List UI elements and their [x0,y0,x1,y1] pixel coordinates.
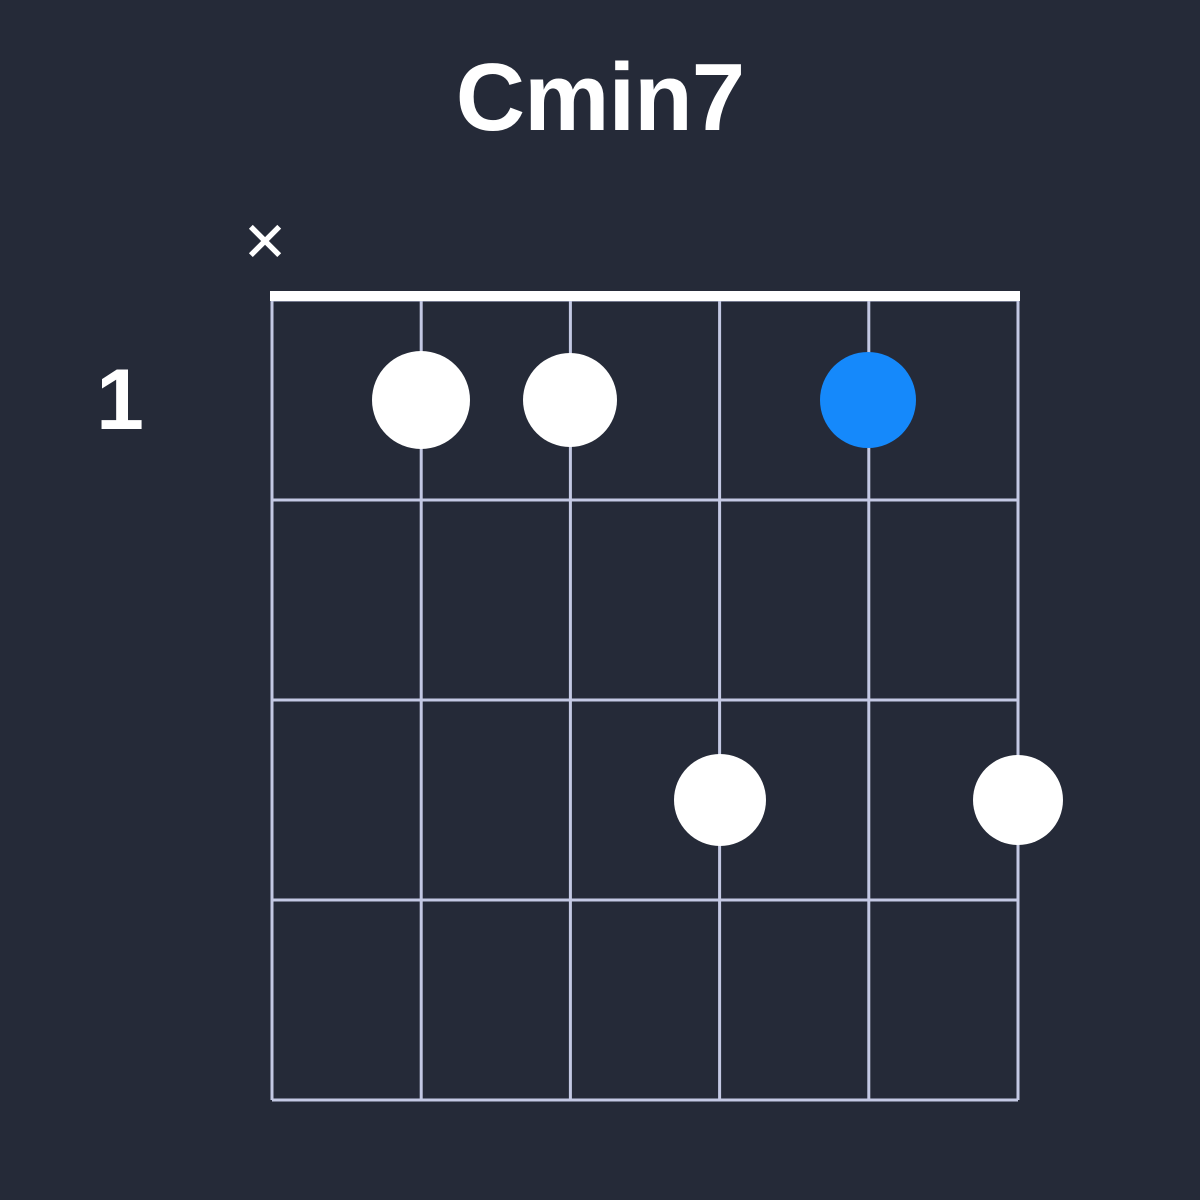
finger-dot-string-3-fret-3 [674,754,766,846]
nut-bar [270,291,1020,301]
mute-marker-string-6: ✕ [241,210,289,273]
finger-dot-string-2-fret-1 [820,352,916,448]
finger-dot-string-5-fret-1 [372,351,470,449]
finger-dot-string-4-fret-1 [523,353,617,447]
page-title: Cmin7 [455,44,745,151]
finger-dot-string-1-fret-3 [973,755,1063,845]
fret-position-label: 1 [96,352,144,448]
